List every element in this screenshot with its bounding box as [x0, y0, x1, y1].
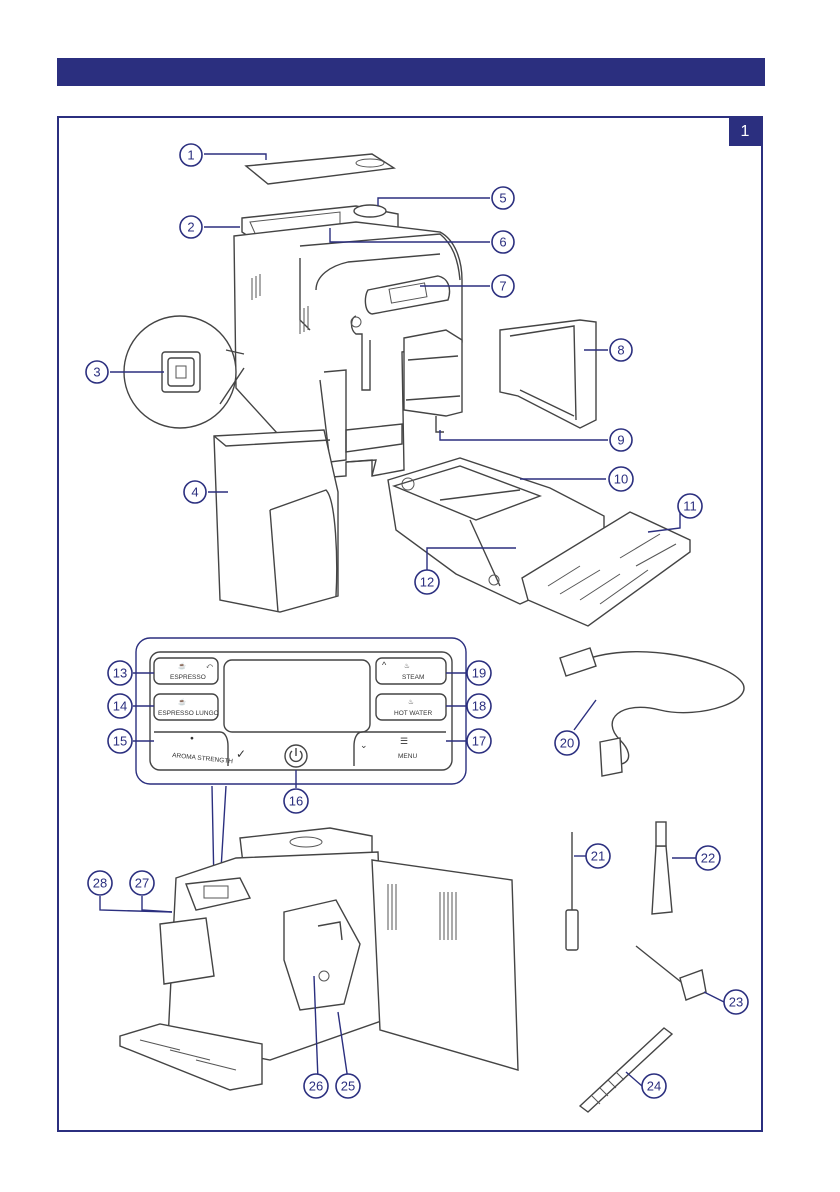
lid	[246, 154, 394, 184]
service-door	[372, 860, 518, 1070]
grease-tube	[652, 822, 672, 914]
back-icon: ⤺	[206, 663, 213, 670]
svg-text:25: 25	[341, 1079, 355, 1094]
svg-text:26: 26	[309, 1079, 323, 1094]
callout-7: 7	[492, 275, 514, 297]
svg-text:5: 5	[499, 191, 506, 206]
callout-3: 3	[86, 361, 108, 383]
callout-27: 27	[130, 871, 154, 895]
svg-text:15: 15	[113, 734, 127, 749]
callout-19: 19	[467, 661, 491, 685]
callout-18: 18	[467, 694, 491, 718]
callout-10: 10	[609, 467, 633, 491]
callout-1: 1	[180, 144, 202, 166]
hot-water-label: HOT WATER	[394, 710, 432, 717]
callout-4: 4	[184, 481, 206, 503]
svg-text:2: 2	[187, 220, 194, 235]
callout-28: 28	[88, 871, 112, 895]
cup-lungo-icon: ☕	[178, 697, 186, 706]
svg-text:11: 11	[683, 499, 697, 514]
callout-15: 15	[108, 729, 132, 753]
measuring-scoop	[636, 946, 706, 1000]
callout-25: 25	[336, 1074, 360, 1098]
svg-text:3: 3	[93, 365, 100, 380]
callout-20: 20	[555, 731, 579, 755]
coffee-spout	[404, 330, 462, 416]
svg-text:13: 13	[113, 666, 127, 681]
callout-12: 12	[415, 570, 439, 594]
svg-text:6: 6	[499, 235, 506, 250]
machine-open-door-illustration	[120, 828, 518, 1090]
callout-16: 16	[284, 789, 308, 813]
svg-text:19: 19	[472, 666, 486, 681]
callout-13: 13	[108, 661, 132, 685]
steam-label: STEAM	[402, 674, 424, 681]
callout-17: 17	[467, 729, 491, 753]
svg-text:23: 23	[729, 995, 743, 1010]
espresso-lungo-label: ESPRESSO LUNGO	[158, 710, 219, 717]
callout-5: 5	[492, 187, 514, 209]
menu-label: MENU	[398, 753, 417, 760]
callout-2: 2	[180, 216, 202, 238]
callout-23: 23	[724, 990, 748, 1014]
svg-text:8: 8	[617, 343, 624, 358]
machine-illustration	[234, 154, 462, 478]
water-hardness-test-strip	[580, 1028, 672, 1112]
callout-22: 22	[696, 846, 720, 870]
callout-8: 8	[610, 339, 632, 361]
coffee-grounds-container	[500, 320, 596, 428]
svg-text:24: 24	[647, 1079, 661, 1094]
callout-9: 9	[610, 429, 632, 451]
water-tank	[214, 430, 338, 612]
svg-text:21: 21	[591, 849, 605, 864]
hot-water-icon: ♨	[408, 698, 414, 706]
down-arrow-icon: ⌄	[360, 740, 368, 750]
svg-text:20: 20	[560, 736, 574, 751]
callout-24: 24	[642, 1074, 666, 1098]
svg-text:10: 10	[614, 472, 628, 487]
callout-26: 26	[304, 1074, 328, 1098]
svg-text:17: 17	[472, 734, 486, 749]
bean-hopper	[354, 205, 386, 217]
espresso-label: ESPRESSO	[170, 674, 206, 681]
svg-text:18: 18	[472, 699, 486, 714]
callout-14: 14	[108, 694, 132, 718]
cleaning-brush	[566, 832, 578, 950]
svg-text:22: 22	[701, 851, 715, 866]
steam-icon: ♨	[404, 662, 410, 670]
svg-text:7: 7	[499, 279, 506, 294]
svg-text:27: 27	[135, 876, 149, 891]
cup-icon: ☕	[178, 661, 186, 670]
menu-icon: ☰	[400, 736, 408, 746]
svg-text:1: 1	[187, 148, 194, 163]
bean-icon: ●	[190, 735, 194, 742]
svg-text:4: 4	[191, 485, 198, 500]
callout-6: 6	[492, 231, 514, 253]
control-panel: ☕ ⤺ ☕ ● ✓ ^ ♨ ♨ ⌄ ☰ ESPRESSO ESPRESSO LU…	[136, 638, 466, 784]
svg-text:12: 12	[420, 575, 434, 590]
svg-text:16: 16	[289, 794, 303, 809]
ok-check-icon: ✓	[236, 747, 246, 761]
callout-11: 11	[678, 494, 702, 518]
callout-21: 21	[586, 844, 610, 868]
svg-text:9: 9	[617, 433, 624, 448]
svg-text:14: 14	[113, 699, 127, 714]
svg-text:28: 28	[93, 876, 107, 891]
display-screen	[224, 660, 370, 732]
